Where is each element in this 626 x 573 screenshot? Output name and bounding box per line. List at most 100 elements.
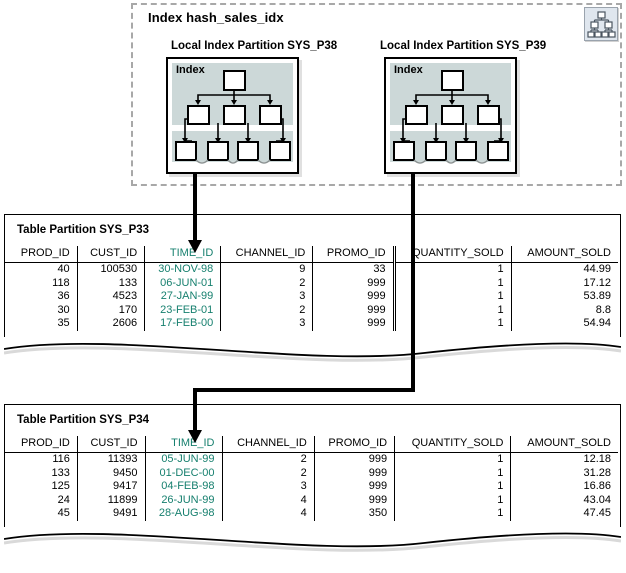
cell-cust-id: 11899 [77,493,146,507]
column-header-promo-id: PROMO_ID [314,436,396,453]
cell-prod-id: 133 [5,466,78,480]
cell-channel-id: 2 [220,303,314,317]
column-header-channel-id: CHANNEL_ID [222,436,315,453]
cell-channel-id: 9 [220,262,314,277]
cell-time-id: 04-FEB-98 [145,480,223,494]
cell-time-id: 01-DEC-00 [145,466,223,480]
cell-prod-id: 35 [5,317,78,331]
cell-channel-id: 2 [222,452,315,467]
table-partition-title: Table Partition SYS_P33 [17,224,150,236]
cell-prod-id: 36 [5,290,78,304]
table-p34-torn-bottom-edge [4,527,621,552]
table-p33-torn-bottom-edge [4,337,621,362]
column-header-quantity-sold: QUANTITY_SOLD [394,436,512,453]
cell-quantity-sold: 1 [394,466,512,480]
cell-promo-id: 999 [312,290,396,304]
table-header-row: PROD_ID CUST_ID TIME_ID CHANNEL_ID PROMO… [5,436,618,453]
cell-prod-id: 45 [5,507,78,521]
partition-data-table: PROD_ID CUST_ID TIME_ID CHANNEL_ID PROMO… [5,246,618,331]
cell-promo-id: 999 [312,303,396,317]
cell-promo-id: 999 [314,493,396,507]
cell-promo-id: 999 [314,480,396,494]
cell-cust-id: 9450 [77,466,146,480]
cell-cust-id: 4523 [77,290,146,304]
table-partition-title: Table Partition SYS_P34 [17,414,150,426]
index-level-separator [172,125,293,131]
cell-quantity-sold: 1 [394,452,512,467]
cell-amount-sold: 44.99 [583,263,611,275]
cell-time-id: 23-FEB-01 [144,303,222,317]
cell-channel-id: 2 [222,466,315,480]
cell-cust-id: 170 [77,303,146,317]
index-box-sys-p38: Index [166,57,299,174]
column-header-promo-id: PROMO_ID [312,246,396,263]
cell-promo-id: 999 [314,452,396,467]
table-partition-sys-p33: Table Partition SYS_P33 PROD_ID CUST_ID … [4,214,621,345]
column-header-time-id: TIME_ID [144,246,222,263]
cell-time-id: 06-JUN-01 [144,276,222,290]
cell-prod-id: 116 [5,452,78,467]
cell-time-id: 27-JAN-99 [144,290,222,304]
cell-quantity-sold: 1 [394,303,512,317]
cell-cust-id: 2606 [77,317,146,331]
cell-channel-id: 3 [220,290,314,304]
cell-quantity-sold: 1 [394,480,512,494]
cell-prod-id: 30 [5,303,78,317]
index-box-sys-p39: Index [384,57,517,174]
local-index-partition-label-sys-p38: Local Index Partition SYS_P38 [171,40,338,52]
cell-channel-id: 3 [220,317,314,331]
index-title: Index hash_sales_idx [148,10,284,25]
cell-quantity-sold: 1 [394,493,512,507]
column-header-prod-id: PROD_ID [5,246,78,263]
cell-channel-id: 2 [220,276,314,290]
index-btree-graphic [175,70,291,164]
cell-quantity-sold: 1 [394,507,512,521]
cell-time-id: 30-NOV-98 [144,262,222,277]
partition-data-table: PROD_ID CUST_ID TIME_ID CHANNEL_ID PROMO… [5,436,618,521]
column-header-prod-id: PROD_ID [5,436,78,453]
column-header-time-id: TIME_ID [145,436,223,453]
hierarchy-tree-icon [584,7,618,41]
cell-channel-id: 3 [222,480,315,494]
cell-amount-sold: 31.28 [583,466,611,479]
column-header-cust-id: CUST_ID [77,246,146,263]
index-box-caption: Index [176,64,205,76]
cell-cust-id: 11393 [77,452,146,467]
table-header-row: PROD_ID CUST_ID TIME_ID CHANNEL_ID PROMO… [5,246,618,263]
cell-quantity-sold: 1 [394,290,512,304]
cell-cust-id: 9417 [77,480,146,494]
cell-prod-id: 118 [5,276,78,290]
cell-promo-id: 999 [314,466,396,480]
cell-cust-id: 9491 [77,507,146,521]
index-box-caption: Index [394,64,423,76]
cell-channel-id: 4 [222,493,315,507]
index-level-separator [390,125,511,131]
cell-amount-sold: 12.18 [583,453,611,465]
local-index-partition-label-sys-p39: Local Index Partition SYS_P39 [380,40,547,52]
cell-amount-sold: 47.45 [583,507,611,519]
cell-promo-id: 999 [312,317,396,331]
cell-quantity-sold: 1 [394,276,512,290]
index-panel: Index [172,63,293,164]
cell-amount-sold: 54.94 [583,317,611,329]
index-panel: Index [390,63,511,164]
cell-promo-id: 350 [314,507,396,521]
cell-time-id: 05-JUN-99 [145,452,223,467]
cell-time-id: 26-JUN-99 [145,493,223,507]
cell-prod-id: 24 [5,493,78,507]
column-header-amount-sold: AMOUNT_SOLD [511,246,618,263]
cell-quantity-sold: 1 [394,262,512,277]
cell-amount-sold: 17.12 [583,276,611,289]
cell-promo-id: 33 [312,262,396,277]
cell-channel-id: 4 [222,507,315,521]
